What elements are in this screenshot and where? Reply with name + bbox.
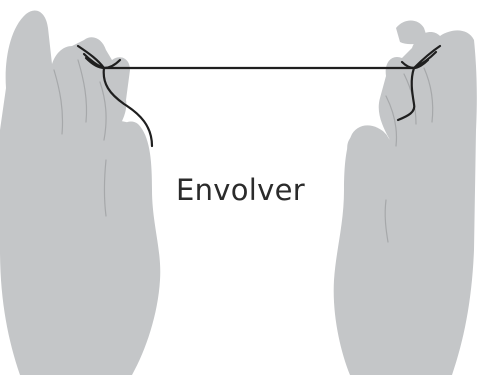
- right-finger-crease-3: [385, 95, 398, 147]
- dental-floss: [76, 44, 442, 148]
- left-palm-crease: [103, 159, 107, 217]
- floss-right-loop: [400, 58, 430, 70]
- left-thumb: [91, 120, 149, 214]
- right-finger-tip: [396, 20, 428, 45]
- right-thumb: [347, 128, 391, 198]
- left-hand: [0, 10, 161, 375]
- left-finger-crease-2: [77, 59, 88, 123]
- right-hand: [333, 20, 477, 375]
- right-finger-crease-2: [423, 67, 434, 123]
- left-finger-crease-3: [99, 81, 107, 141]
- left-finger-crease-1: [53, 69, 64, 135]
- step-caption: Envolver: [176, 173, 305, 207]
- floss-left-tail: [102, 66, 154, 148]
- floss-left-loop: [84, 56, 122, 70]
- right-palm-crease: [384, 199, 389, 243]
- right-hand-palm: [333, 30, 477, 375]
- floss-right-tail: [396, 66, 416, 122]
